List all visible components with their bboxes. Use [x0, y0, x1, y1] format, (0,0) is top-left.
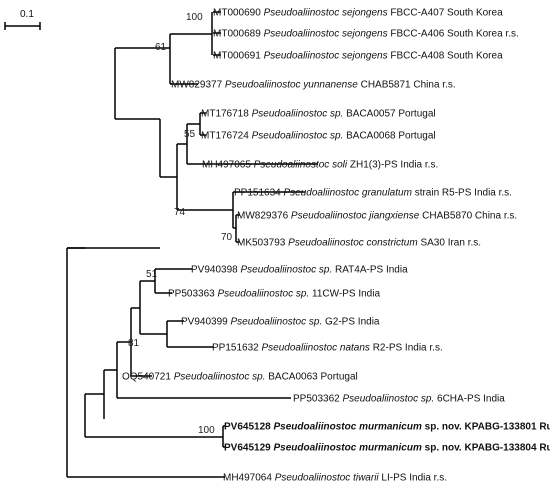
taxon-label-A408: MT000691 Pseudoaliinostoc sejongens FBCC…: [213, 51, 503, 62]
species-name: Pseudoaliinostoc sejongens: [264, 51, 388, 62]
taxon-label-cw: PP503363 Pseudoaliinostoc sp. 11CW-PS In…: [168, 289, 380, 300]
bootstrap-value: 100: [186, 12, 203, 23]
strain-info: SA30 Iran r.s.: [418, 238, 481, 249]
taxon-label-B63: OQ540721 Pseudoaliinostoc sp. BACA0063 P…: [122, 372, 358, 383]
leaf-labels: MT000690 Pseudoaliinostoc sejongens FBCC…: [122, 8, 550, 483]
taxon-label-gran: PP151634 Pseudoaliinostoc granulatum str…: [234, 188, 512, 199]
taxon-label-tiw: MH497064 Pseudoaliinostoc tiwarii LI-PS …: [223, 473, 447, 483]
bootstrap-value: 70: [221, 232, 233, 243]
bootstrap-value: 100: [198, 425, 215, 436]
species-name: Pseudoaliinostoc yunnanense: [225, 80, 358, 91]
bootstrap-values: 100 61 55 74 70 51 81 100: [128, 12, 233, 436]
taxon-label-rat: PV940398 Pseudoaliinostoc sp. RAT4A-PS I…: [191, 265, 408, 276]
species-name: Pseudoaliinostoc sp.: [218, 289, 310, 300]
strain-info: FBCC-A408 South Korea: [388, 51, 503, 62]
strain-info: LI-PS India r.s.: [379, 473, 447, 483]
bootstrap-value: 74: [174, 207, 186, 218]
tree-branches: [66, 11, 318, 478]
bootstrap-value: 81: [128, 338, 140, 349]
strain-info: CHAB5871 China r.s.: [358, 80, 456, 91]
species-name: Pseudoaliinostoc granulatum: [284, 188, 412, 199]
accession-number: MT000690: [213, 8, 264, 19]
strain-info: RAT4A-PS India: [332, 265, 408, 276]
accession-number: PV940399: [181, 317, 231, 328]
species-name: Pseudoaliinostoc sp.: [252, 109, 344, 120]
species-name: Pseudoaliinostoc sejongens: [264, 8, 388, 19]
strain-info: sp. nov. KPABG-133801 Russia r.s.: [422, 422, 550, 433]
accession-number: PP503363: [168, 289, 218, 300]
taxon-label-yun: MW829377 Pseudoaliinostoc yunnanense CHA…: [171, 80, 456, 91]
species-name: Pseudoaliinostoc jiangxiense: [291, 211, 420, 222]
species-name: Pseudoaliinostoc sp.: [343, 394, 435, 405]
bootstrap-value: 51: [146, 269, 158, 280]
strain-info: FBCC-A407 South Korea: [388, 8, 503, 19]
strain-info: CHAB5870 China r.s.: [419, 211, 517, 222]
bootstrap-value: 55: [184, 129, 196, 140]
species-name: Pseudoaliinostoc sejongens: [264, 29, 388, 40]
scale-bar-label: 0.1: [20, 9, 34, 20]
bootstrap-value: 61: [155, 42, 167, 53]
accession-number: MH497064: [223, 473, 275, 483]
taxon-label-m801: PV645128 Pseudoaliinostoc murmanicum sp.…: [224, 422, 550, 433]
species-name: Pseudoaliinostoc sp.: [252, 131, 344, 142]
taxon-label-A406: MT000689 Pseudoaliinostoc sejongens FBCC…: [213, 29, 519, 40]
strain-info: R2-PS India r.s.: [370, 343, 443, 354]
species-name: Pseudoaliinostoc sp.: [241, 265, 333, 276]
strain-info: 11CW-PS India: [309, 289, 380, 300]
strain-info: 6CHA-PS India: [434, 394, 505, 405]
strain-info: BACA0063 Portugal: [265, 372, 357, 383]
strain-info: BACA0068 Portugal: [343, 131, 435, 142]
taxon-label-cha: PP503362 Pseudoaliinostoc sp. 6CHA-PS In…: [293, 394, 505, 405]
taxon-label-nat: PP151632 Pseudoaliinostoc natans R2-PS I…: [212, 343, 443, 354]
strain-info: BACA0057 Portugal: [343, 109, 435, 120]
taxon-label-cons: MK503793 Pseudoaliinostoc constrictum SA…: [237, 238, 481, 249]
species-name: Pseudoaliinostoc constrictum: [288, 238, 418, 249]
accession-number: MK503793: [237, 238, 288, 249]
strain-info: FBCC-A406 South Korea r.s.: [388, 29, 519, 40]
accession-number: MT176724: [201, 131, 252, 142]
accession-number: PP151634: [234, 188, 284, 199]
species-name: Pseudoaliinostoc sp.: [174, 372, 266, 383]
accession-number: PP503362: [293, 394, 343, 405]
taxon-label-B68: MT176724 Pseudoaliinostoc sp. BACA0068 P…: [201, 131, 436, 142]
species-name: Pseudoaliinostoc soli: [254, 160, 348, 171]
accession-number: MT000691: [213, 51, 264, 62]
accession-number: PV645128: [224, 422, 274, 433]
accession-number: MT000689: [213, 29, 264, 40]
species-name: Pseudoaliinostoc murmanicum: [274, 422, 422, 433]
accession-number: OQ540721: [122, 372, 174, 383]
taxon-label-soli: MH497065 Pseudoaliinostoc soli ZH1(3)-PS…: [202, 160, 438, 171]
taxon-label-g2: PV940399 Pseudoaliinostoc sp. G2-PS Indi…: [181, 317, 380, 328]
taxon-label-A407: MT000690 Pseudoaliinostoc sejongens FBCC…: [213, 8, 503, 19]
accession-number: PV645129: [224, 443, 274, 454]
accession-number: MT176718: [201, 109, 252, 120]
accession-number: MH497065: [202, 160, 254, 171]
strain-info: G2-PS India: [322, 317, 380, 328]
strain-info: strain R5-PS India r.s.: [412, 188, 512, 199]
species-name: Pseudoaliinostoc tiwarii: [275, 473, 380, 483]
taxon-label-m804: PV645129 Pseudoaliinostoc murmanicum sp.…: [224, 443, 550, 454]
accession-number: MW829376: [237, 211, 291, 222]
taxon-label-B57: MT176718 Pseudoaliinostoc sp. BACA0057 P…: [201, 109, 436, 120]
strain-info: ZH1(3)-PS India r.s.: [347, 160, 438, 171]
species-name: Pseudoaliinostoc murmanicum: [274, 443, 422, 454]
species-name: Pseudoaliinostoc natans: [262, 343, 370, 354]
species-name: Pseudoaliinostoc sp.: [231, 317, 323, 328]
scale-bar: 0.1: [4, 9, 41, 30]
accession-number: PP151632: [212, 343, 262, 354]
accession-number: PV940398: [191, 265, 241, 276]
strain-info: sp. nov. KPABG-133804 Russia: [422, 443, 550, 454]
accession-number: MW829377: [171, 80, 225, 91]
taxon-label-jiang: MW829376 Pseudoaliinostoc jiangxiense CH…: [237, 211, 517, 222]
